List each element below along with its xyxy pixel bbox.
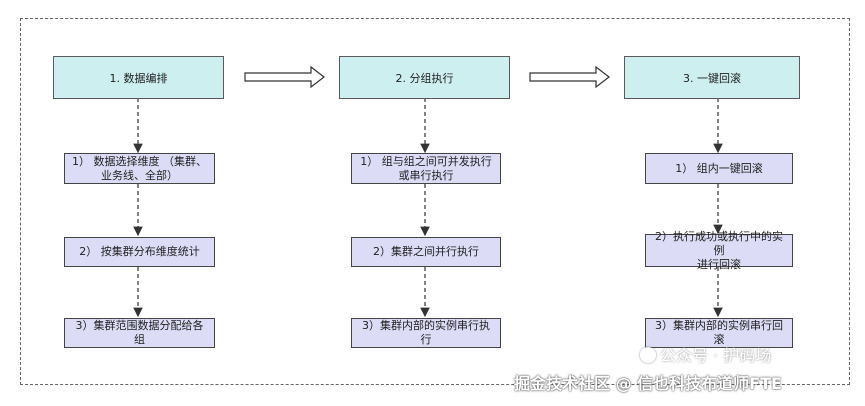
step-box-2-3: 3）集群内部的实例串行执行	[351, 318, 501, 348]
watermark-channel-text: 公众号 · 护码场	[660, 346, 772, 365]
step-box-1-3: 3）集群范围数据分配给各组	[64, 318, 215, 348]
phase-title-3: 3. 一键回滚	[683, 71, 741, 85]
step-box-1-1: 1） 数据选择维度 （集群、 业务线、全部）	[64, 153, 215, 184]
step-box-3-3: 3）集群内部的实例串行回滚	[645, 318, 793, 348]
step-box-2-1: 1） 组与组之间可并发执行 或串行执行	[351, 153, 501, 184]
step-box-3-2: 2）执行成功或执行中的实例 进行回滚	[645, 230, 793, 271]
diagram-frame	[20, 18, 850, 385]
step-text-2-1: 1） 组与组之间可并发执行 或串行执行	[360, 154, 492, 182]
step-text-2-2: 2）集群之间并行执行	[373, 245, 479, 258]
watermark-channel: 公众号 · 护码场	[640, 342, 771, 366]
step-text-3-3: 3）集群内部的实例串行回滚	[655, 319, 783, 346]
step-text-3-2: 2）执行成功或执行中的实例 进行回滚	[655, 229, 783, 271]
step-text-1-2: 2） 按集群分布维度统计	[79, 245, 200, 258]
flow-arrow-2	[529, 65, 610, 89]
step-text-1-3: 3）集群范围数据分配给各组	[75, 319, 204, 346]
step-box-3-1: 1） 组内一键回滚	[645, 153, 793, 184]
watermark-text: 掘金技术社区 @ 信也科技布道师FTE	[514, 374, 782, 393]
phase-box-2: 2. 分组执行	[339, 56, 510, 99]
phase-title-1: 1. 数据编排	[109, 71, 168, 85]
watermark-logo-icon	[640, 347, 656, 363]
step-box-1-2: 2） 按集群分布维度统计	[64, 237, 215, 267]
flow-arrow-1	[244, 65, 325, 89]
step-text-2-3: 3）集群内部的实例串行执行	[362, 319, 490, 346]
phase-box-1: 1. 数据编排	[53, 56, 224, 99]
step-text-3-1: 1） 组内一键回滚	[675, 161, 763, 175]
step-text-1-1: 1） 数据选择维度 （集群、 业务线、全部）	[72, 154, 207, 182]
phase-box-3: 3. 一键回滚	[624, 56, 800, 99]
phase-title-2: 2. 分组执行	[395, 71, 454, 85]
step-box-2-2: 2）集群之间并行执行	[351, 237, 501, 267]
